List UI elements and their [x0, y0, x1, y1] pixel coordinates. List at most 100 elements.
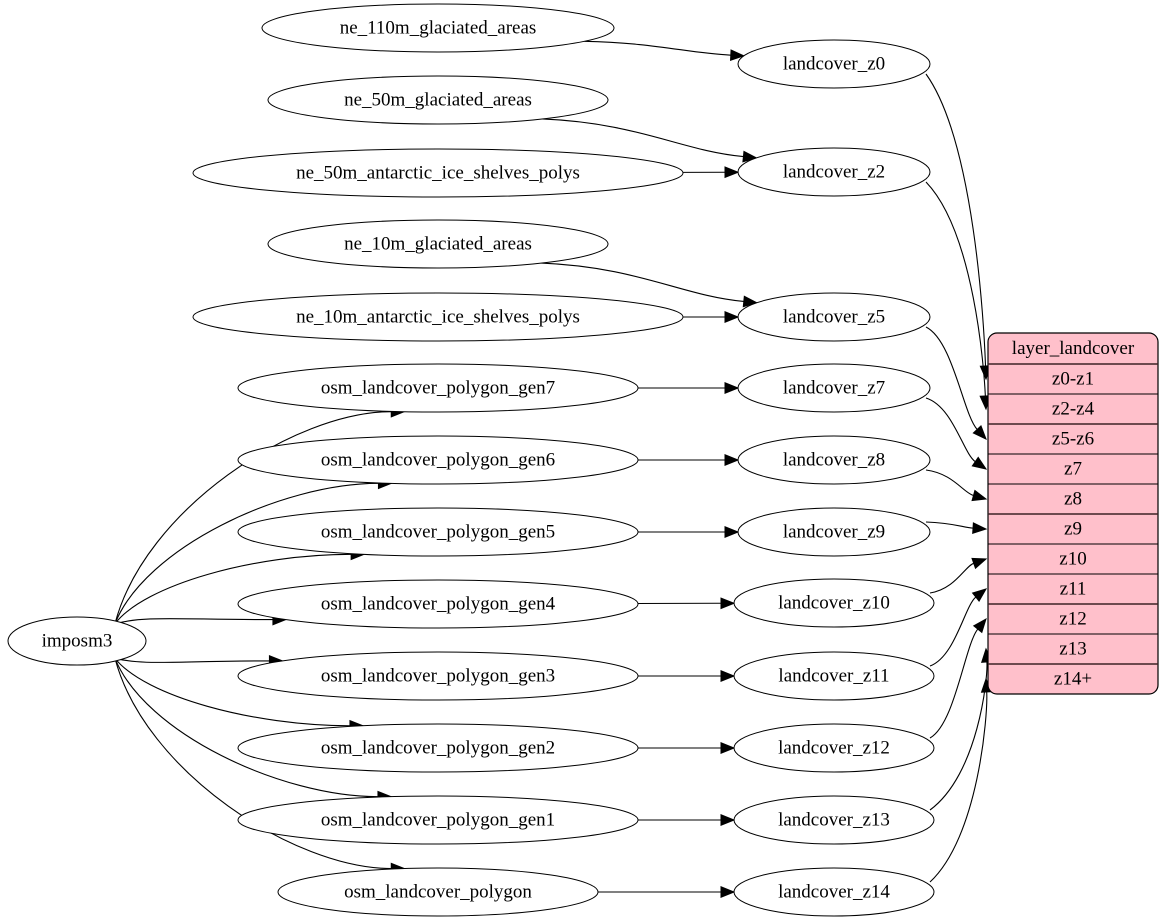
- node-osm_polygon[interactable]: osm_landcover_polygon: [277, 867, 599, 917]
- table-row[interactable]: z2-z4: [988, 393, 1158, 424]
- table-row[interactable]: z7: [988, 453, 1158, 484]
- source-node-ellipse[interactable]: [192, 148, 684, 198]
- edge: [114, 411, 392, 624]
- landcover-node-ellipse[interactable]: [733, 795, 935, 845]
- table-row[interactable]: z0-z1: [988, 364, 1158, 394]
- table-row[interactable]: z13: [988, 633, 1158, 664]
- table-row-hit[interactable]: [988, 574, 1158, 604]
- source-node-ellipse[interactable]: [237, 579, 639, 629]
- table-row[interactable]: z9: [988, 513, 1158, 544]
- table-row-hit[interactable]: [988, 514, 1158, 544]
- edge-arrowhead: [720, 670, 736, 682]
- edge: [925, 397, 976, 463]
- node-landcover_z11[interactable]: landcover_z11: [733, 651, 935, 701]
- edge: [929, 691, 988, 883]
- edge: [114, 553, 352, 625]
- table-row-hit[interactable]: [988, 664, 1158, 694]
- node-landcover_z7[interactable]: landcover_z7: [737, 363, 931, 413]
- table-row-hit[interactable]: [988, 634, 1158, 664]
- table-row[interactable]: z12: [988, 603, 1158, 634]
- landcover-node-ellipse[interactable]: [733, 867, 935, 917]
- node-ne50_glaciated[interactable]: ne_50m_glaciated_areas: [267, 75, 609, 125]
- edge: [929, 628, 979, 739]
- landcover-node-ellipse[interactable]: [737, 147, 931, 197]
- source-node-ellipse[interactable]: [237, 435, 639, 485]
- table-row-hit[interactable]: [988, 364, 1158, 394]
- node-osm_gen2[interactable]: osm_landcover_polygon_gen2: [237, 723, 639, 773]
- node-landcover_z14[interactable]: landcover_z14: [733, 867, 935, 917]
- node-landcover_z2[interactable]: landcover_z2: [737, 147, 931, 197]
- node-osm_gen4[interactable]: osm_landcover_polygon_gen4: [237, 579, 639, 629]
- node-landcover_z10[interactable]: landcover_z10: [733, 578, 935, 628]
- edge: [541, 262, 744, 303]
- source-node-ellipse[interactable]: [237, 507, 639, 557]
- edge-arrowhead: [720, 814, 736, 826]
- landcover-node-ellipse[interactable]: [737, 39, 931, 89]
- node-ne10_glaciated[interactable]: ne_10m_glaciated_areas: [267, 219, 609, 269]
- node-ne50_antarctic[interactable]: ne_50m_antarctic_ice_shelves_polys: [192, 148, 684, 198]
- edge: [925, 521, 974, 529]
- node-osm_gen6[interactable]: osm_landcover_polygon_gen6: [237, 435, 639, 485]
- edge: [925, 326, 978, 430]
- edge: [925, 73, 987, 367]
- source-node-ellipse[interactable]: [267, 75, 609, 125]
- source-node-ellipse[interactable]: [267, 219, 609, 269]
- node-landcover_z8[interactable]: landcover_z8: [737, 435, 931, 485]
- table-row-hit[interactable]: [988, 544, 1158, 574]
- landcover-node-ellipse[interactable]: [737, 507, 931, 557]
- table-row-hit[interactable]: [988, 484, 1158, 514]
- landcover-node-ellipse[interactable]: [733, 578, 935, 628]
- source-node-ellipse[interactable]: [192, 292, 684, 342]
- table-row[interactable]: z8: [988, 483, 1158, 514]
- source-node-ellipse[interactable]: [7, 616, 147, 666]
- table-row-hit[interactable]: [988, 454, 1158, 484]
- node-landcover_z5[interactable]: landcover_z5: [737, 292, 931, 342]
- edge-arrowhead: [724, 454, 740, 466]
- node-osm_gen7[interactable]: osm_landcover_polygon_gen7: [237, 363, 639, 413]
- edge: [114, 657, 270, 663]
- node-landcover_z9[interactable]: landcover_z9: [737, 507, 931, 557]
- source-node-ellipse[interactable]: [237, 795, 639, 845]
- edge: [114, 657, 350, 727]
- node-landcover_z0[interactable]: landcover_z0: [737, 39, 931, 89]
- node-landcover_z12[interactable]: landcover_z12: [733, 723, 935, 773]
- edge-arrowhead: [971, 557, 988, 570]
- source-node-ellipse[interactable]: [261, 3, 615, 53]
- edge-arrowhead: [730, 49, 746, 62]
- table-row-hit[interactable]: [988, 604, 1158, 634]
- landcover-node-ellipse[interactable]: [737, 292, 931, 342]
- node-ne110_glaciated[interactable]: ne_110m_glaciated_areas: [261, 3, 615, 53]
- edge-arrowhead: [724, 382, 740, 394]
- landcover-node-ellipse[interactable]: [733, 723, 935, 773]
- landcover-node-ellipse[interactable]: [737, 435, 931, 485]
- node-osm_gen5[interactable]: osm_landcover_polygon_gen5: [237, 507, 639, 557]
- source-node-ellipse[interactable]: [237, 723, 639, 773]
- edge: [929, 661, 988, 811]
- edge: [542, 118, 744, 158]
- node-landcover_z13[interactable]: landcover_z13: [733, 795, 935, 845]
- edge-arrowhead: [720, 597, 736, 610]
- landcover-node-ellipse[interactable]: [737, 363, 931, 413]
- edge: [584, 40, 731, 56]
- edge: [114, 658, 392, 870]
- node-imposm3[interactable]: imposm3: [7, 616, 147, 666]
- table-row[interactable]: z5-z6: [988, 423, 1158, 454]
- table-row-hit[interactable]: [988, 424, 1158, 454]
- edge: [929, 596, 977, 667]
- table-row[interactable]: z11: [988, 573, 1158, 604]
- edge: [114, 482, 379, 624]
- table-row[interactable]: z10: [988, 543, 1158, 574]
- edge-arrowhead: [742, 150, 758, 163]
- source-node-ellipse[interactable]: [277, 867, 599, 917]
- table-row-hit[interactable]: [988, 394, 1158, 424]
- edge-arrowhead: [971, 489, 988, 502]
- layer-landcover-table: layer_landcoverz0-z1z2-z4z5-z6z7z8z9z10z…: [987, 332, 1159, 695]
- landcover-node-ellipse[interactable]: [733, 651, 935, 701]
- node-ne10_antarctic[interactable]: ne_10m_antarctic_ice_shelves_polys: [192, 292, 684, 342]
- edge-arrowhead: [972, 617, 987, 634]
- source-node-ellipse[interactable]: [237, 363, 639, 413]
- table-row[interactable]: z14+: [988, 663, 1158, 694]
- node-osm_gen1[interactable]: osm_landcover_polygon_gen1: [237, 795, 639, 845]
- node-osm_gen3[interactable]: osm_landcover_polygon_gen3: [237, 651, 639, 701]
- source-node-ellipse[interactable]: [237, 651, 639, 701]
